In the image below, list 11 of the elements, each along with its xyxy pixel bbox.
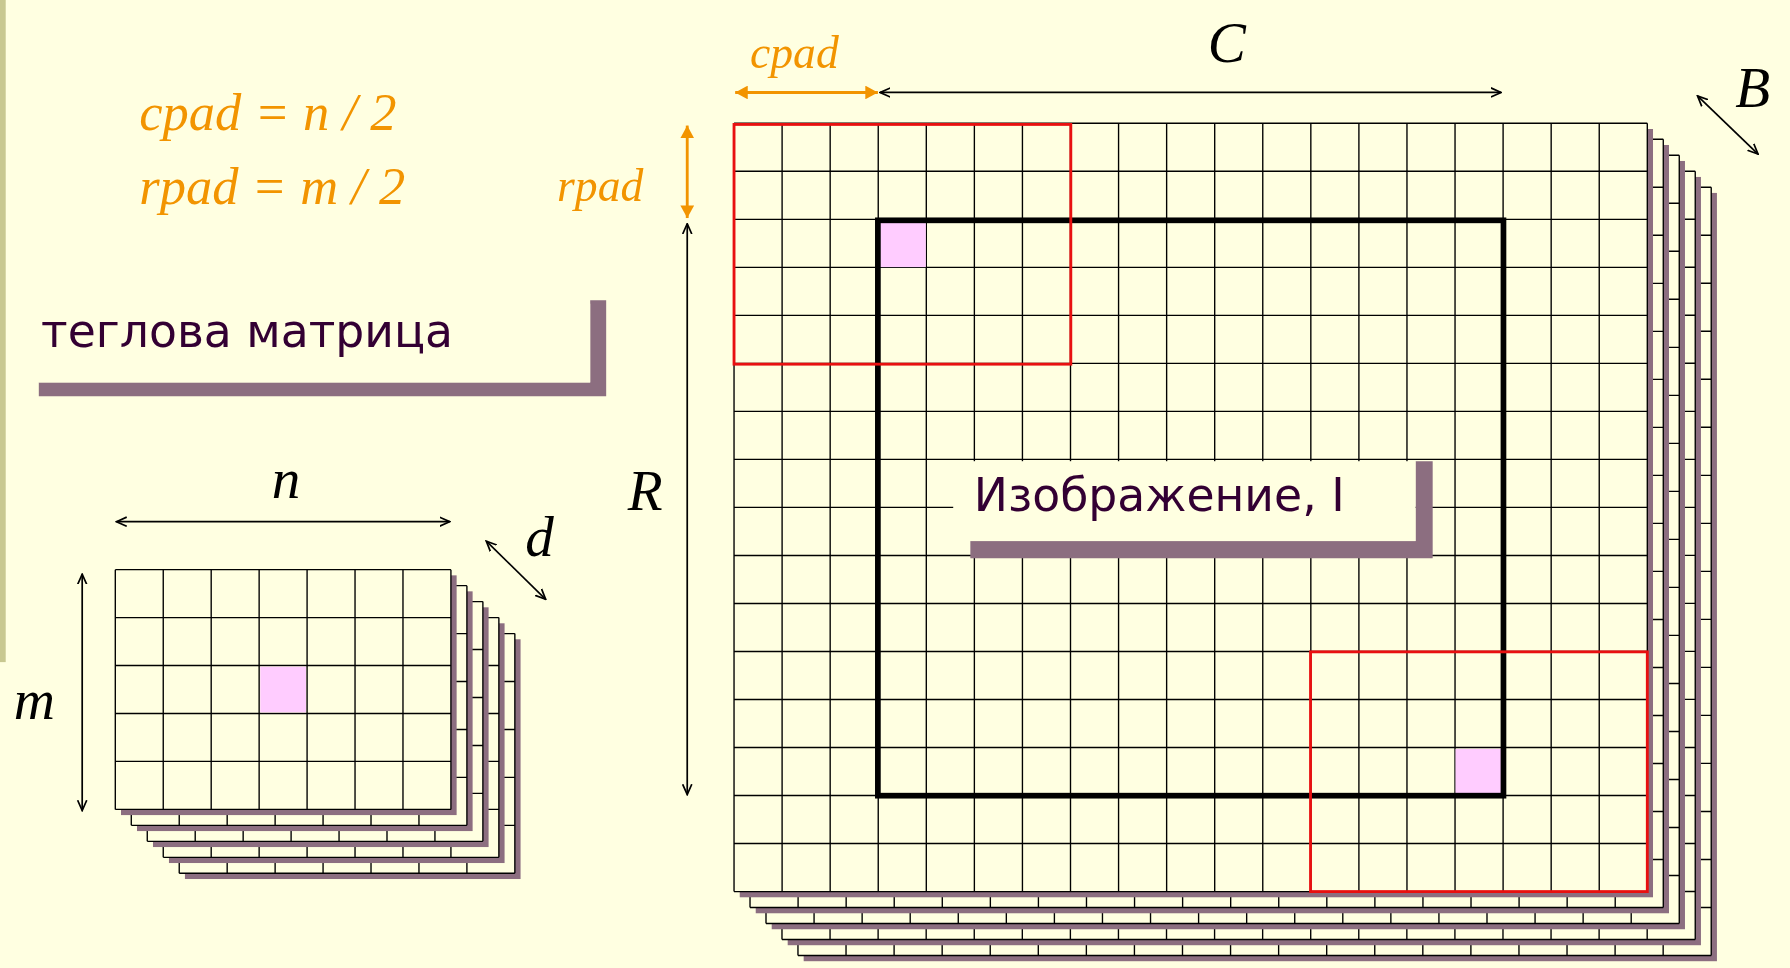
image-label: Изображение, I — [953, 461, 1416, 542]
formula-text: rpad = m / 2 — [139, 160, 406, 214]
dimension-label: rpad — [557, 163, 644, 209]
formula-text: cpad = n / 2 — [139, 86, 397, 140]
dimension-label: m — [13, 671, 55, 729]
dimension-label: n — [271, 449, 301, 507]
dimension-label: R — [627, 462, 663, 520]
dimension-label: d — [525, 508, 554, 566]
dimension-label: B — [1735, 59, 1771, 117]
dimension-label: cpad — [750, 30, 839, 77]
dimension-label: C — [1207, 13, 1246, 71]
